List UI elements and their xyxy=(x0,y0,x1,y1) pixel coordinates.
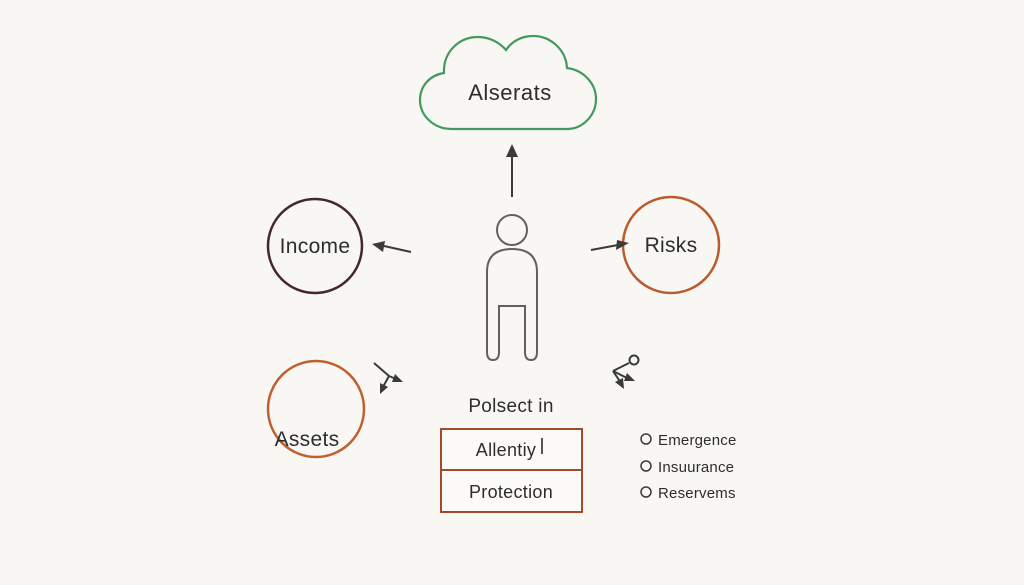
cloud-label: Alserats xyxy=(468,80,551,105)
fork-left-stem xyxy=(373,362,390,377)
strategy-box: Allentiy Protection xyxy=(440,428,583,513)
arrow-left xyxy=(372,241,412,253)
fork-left-head-2 xyxy=(380,383,388,394)
assets-circle xyxy=(266,359,366,459)
income-label: Income xyxy=(280,235,351,258)
legend-item-1: Emergence xyxy=(640,432,737,449)
fork-right-stem xyxy=(612,362,630,372)
legend-item-2: Insuurance xyxy=(640,459,734,476)
arrow-right-head xyxy=(616,240,629,250)
fork-right-head-1 xyxy=(615,378,624,389)
arrow-left-line xyxy=(383,245,412,253)
fork-arrow-right xyxy=(612,354,640,389)
legend-bullet-1 xyxy=(640,433,652,445)
income-circle xyxy=(266,197,364,295)
risks-label: Risks xyxy=(645,234,698,257)
fork-right-head-2 xyxy=(624,373,635,381)
arrow-right-line xyxy=(590,244,619,251)
legend-list: Emergence Insuurance Reservems xyxy=(640,432,737,502)
center-caption: Polsect in xyxy=(468,396,553,417)
box-row-2 xyxy=(440,469,583,513)
legend-bullet-2 xyxy=(640,460,652,472)
person-figure xyxy=(486,214,538,362)
person-body xyxy=(486,247,538,362)
legend-label-1: Emergence xyxy=(658,432,737,449)
fork-left-head-1 xyxy=(392,374,403,382)
fork-arrow-left xyxy=(373,362,403,394)
person-head xyxy=(496,214,528,246)
cloud-node: Alserats xyxy=(418,34,598,131)
box-row-2-label: Protection xyxy=(469,482,553,502)
node-income: Income xyxy=(266,197,364,295)
fork-right-node-dot xyxy=(628,354,640,366)
arrow-up-head xyxy=(506,144,518,157)
legend-label-2: Insuurance xyxy=(658,459,734,476)
cloud-shape xyxy=(418,34,598,131)
legend-label-3: Reservems xyxy=(658,485,736,502)
fork-right-branch-2 xyxy=(612,370,628,379)
box-row-1 xyxy=(440,428,583,471)
assets-label: Assets xyxy=(275,428,340,451)
legend-item-3: Reservems xyxy=(640,485,736,502)
box-row-1-label: Allentiy xyxy=(476,440,536,460)
node-assets: Assets xyxy=(266,359,366,459)
arrow-left-head xyxy=(372,241,385,252)
diagram-content: Alserats Income xyxy=(266,34,737,513)
legend-bullet-3 xyxy=(640,486,652,498)
arrow-up xyxy=(506,144,518,197)
arrow-right xyxy=(590,240,629,251)
